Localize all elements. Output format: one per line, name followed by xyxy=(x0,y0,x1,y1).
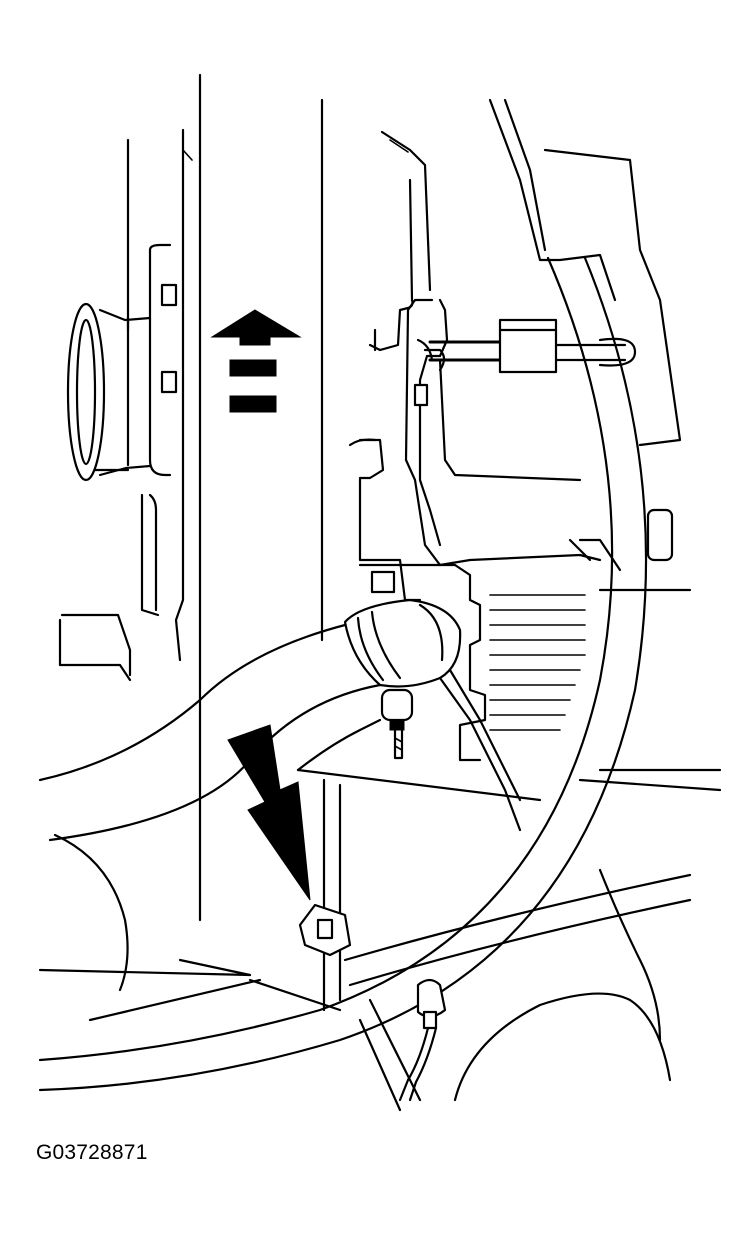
body-panel-lines xyxy=(58,73,202,922)
clamp-bolt xyxy=(380,688,414,760)
center-panel xyxy=(320,98,457,642)
figure-id-label: G03728871 xyxy=(36,1141,148,1164)
horizontal-tube xyxy=(428,318,637,374)
bracket-plate xyxy=(296,668,542,1012)
retaining-clip xyxy=(298,903,352,957)
mount-grommet xyxy=(66,283,178,482)
ribbed-component xyxy=(453,563,692,762)
lower-right-lines xyxy=(248,768,722,1112)
upper-right-panel xyxy=(438,98,682,572)
lower-body-curve xyxy=(38,833,262,1022)
sensor-wire xyxy=(398,978,447,1102)
tube-line-upper xyxy=(404,298,602,567)
arrow-up-icon xyxy=(210,309,302,413)
intake-duct xyxy=(38,598,462,842)
curved-hose xyxy=(38,256,648,1092)
arrow-down-right-icon xyxy=(227,724,311,901)
